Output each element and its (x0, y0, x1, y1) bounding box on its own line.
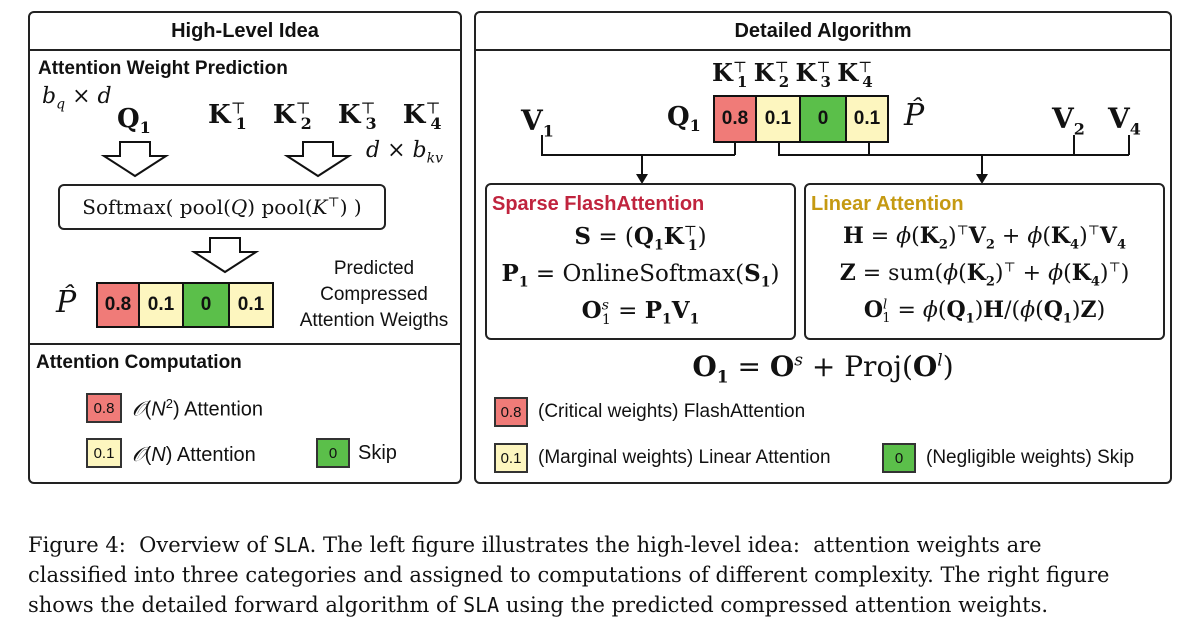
k-dims-label: d × bkv (366, 138, 443, 167)
attention-computation-heading: Attention Computation (36, 352, 242, 373)
figure-caption: Figure 4: Overview of SLA. The left figu… (28, 530, 1178, 620)
caption-line: Figure 4: Overview of SLA. The left figu… (28, 533, 1042, 557)
legend-text-skip: Skip (358, 442, 397, 464)
down-arrow-icon (100, 141, 170, 178)
legend-marginal-cell: 0.1 (494, 443, 528, 473)
q1-row-label: Q1 (667, 102, 701, 136)
legend-negligible-text: (Negligible weights) Skip (926, 447, 1135, 468)
q-dims-label: bq × d (42, 84, 112, 113)
linear-attention-box (804, 183, 1165, 340)
caption-line: classified into three categories and ass… (28, 563, 1110, 587)
routing-connectors (541, 135, 1130, 184)
pred-cell-marginal: 0.1 (228, 282, 274, 328)
algo-cell-marginal: 0.1 (845, 95, 889, 143)
high-level-idea-panel: High-Level Idea (28, 11, 462, 484)
q1-label: Q1 (117, 104, 151, 138)
detailed-algorithm-panel: Detailed Algorithm (474, 11, 1172, 484)
algo-cell-critical: 0.8 (713, 95, 757, 143)
legend-cell-marginal: 0.1 (86, 438, 122, 468)
v4-label: V4 (1108, 102, 1141, 139)
pred-cell-marginal: 0.1 (138, 282, 184, 328)
legend-cell-critical: 0.8 (86, 393, 122, 423)
predicted-caption: Predicted Compressed Attention Weigths (299, 258, 449, 331)
legend-text-quadratic: 𝒪(N2) Attention (132, 396, 264, 421)
legend-critical-cell: 0.8 (494, 397, 528, 427)
section-divider (30, 343, 460, 345)
down-arrow-icon (190, 237, 260, 274)
softmax-pool-box: Softmax( pool(Q) pool(K⊤) ) (58, 184, 386, 230)
sparse-eq-s: S = (Q1K⊤1) (574, 223, 707, 254)
high-level-idea-title: High-Level Idea (30, 13, 460, 51)
legend-negligible-cell: 0 (882, 443, 916, 473)
sparse-eq-o: Os1 = P1V1 (581, 297, 700, 328)
algo-cell-marginal: 0.1 (755, 95, 801, 143)
p-hat-label: P̂ (56, 285, 77, 320)
legend-text-linear: 𝒪(N) Attention (132, 442, 256, 466)
sparse-flashattention-box (485, 183, 796, 340)
sparse-flashattention-title: Sparse FlashAttention (492, 193, 705, 215)
p-hat-right-label: P̂ (904, 98, 925, 133)
detailed-algorithm-title: Detailed Algorithm (476, 13, 1170, 51)
legend-marginal-text: (Marginal weights) Linear Attention (538, 447, 831, 468)
legend-critical-text: (Critical weights) FlashAttention (538, 401, 806, 422)
pred-cell-negligible: 0 (182, 282, 230, 328)
attention-weight-prediction-heading: Attention Weight Prediction (38, 58, 288, 79)
caption-line: shows the detailed forward algorithm of … (28, 593, 1049, 617)
v2-label: V2 (1052, 102, 1085, 139)
linear-attention-title: Linear Attention (811, 193, 964, 215)
output-equation: O1 = Os + Proj(Ol) (692, 350, 954, 388)
linear-eq-h: H = ϕ(K2)⊤V2 + ϕ(K4)⊤V4 (842, 223, 1127, 253)
down-arrow-icon (283, 141, 353, 178)
v1-label: V1 (521, 104, 554, 141)
sparse-eq-p: P1 = OnlineSoftmax(S1) (501, 260, 780, 291)
k-header-labels: K⊤1 K⊤2 K⊤3 K⊤4 (712, 58, 873, 91)
linear-eq-o: Ol1 = ϕ(Q1)H/(ϕ(Q1)Z) (863, 297, 1106, 327)
pred-cell-critical: 0.8 (96, 282, 140, 328)
legend-cell-negligible: 0 (316, 438, 350, 468)
linear-eq-z: Z = sum(ϕ(K2)⊤ + ϕ(K4)⊤) (839, 260, 1130, 290)
k-transpose-labels: K⊤1 K⊤2 K⊤3 K⊤4 (208, 98, 442, 133)
